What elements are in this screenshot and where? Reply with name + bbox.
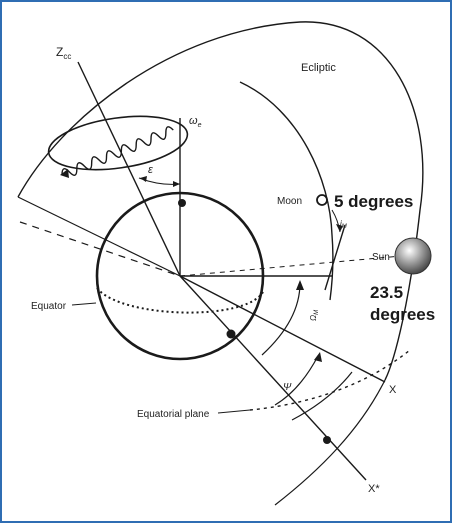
epsilon-arrowhead-right	[173, 181, 180, 187]
moon-orbit	[239, 81, 334, 301]
ecliptic-arc	[17, 21, 424, 381]
z-axis-subscript: cc	[63, 52, 71, 61]
sun-direction-dashed	[19, 221, 181, 277]
ecliptic-label: Ecliptic	[301, 62, 336, 74]
i-m-label: iM	[340, 219, 347, 230]
precession-ellipse	[47, 115, 189, 171]
epsilon-arrowhead-left	[140, 176, 147, 182]
moon-circle	[316, 194, 328, 206]
z-axis-label: Zcc	[56, 45, 71, 61]
equator-dotted	[96, 287, 264, 314]
x-star-axis-line	[179, 275, 367, 481]
omega-e-label: ωe	[189, 115, 202, 129]
sun-label: Sun	[372, 252, 390, 263]
sun-angle-value: 23.5	[370, 283, 403, 302]
omega-m-label: ΩM	[309, 310, 320, 321]
equator-label: Equator	[31, 301, 67, 312]
omega-e-subscript: e	[198, 122, 202, 129]
omega-m-arc	[261, 282, 301, 356]
moon-tilt-line	[324, 224, 346, 291]
psi-arrowhead	[314, 352, 322, 362]
cone-left-edge	[17, 196, 181, 277]
nutation-wave	[61, 126, 174, 176]
sun-angle-unit: degrees	[370, 305, 435, 324]
i-m-subscript: M	[342, 224, 347, 230]
psi-arc	[274, 355, 319, 406]
sun-sphere	[394, 237, 432, 275]
psi-label: Ψ	[283, 382, 292, 393]
moon-tilt-arrowhead	[336, 224, 343, 232]
psi-arc-outer	[291, 371, 353, 421]
x-star-label: X*	[368, 483, 380, 495]
omega-m-subscript: M	[314, 310, 320, 315]
x-axis-label: X	[389, 384, 397, 396]
omega-m-arrowhead	[296, 280, 304, 290]
equatorial-plane-pointer	[217, 409, 251, 414]
equator-pointer	[71, 302, 97, 306]
spin-axis-point	[178, 199, 186, 207]
axis-intersection-point	[226, 329, 236, 339]
equatorial-plane-label: Equatorial plane	[137, 409, 210, 420]
sun-direction-right	[179, 254, 413, 277]
precession-arrowhead	[60, 169, 69, 178]
epsilon-label: ε	[148, 164, 153, 176]
moon-label: Moon	[277, 196, 302, 207]
x-axis-line	[179, 275, 386, 383]
moon-angle-label: 5 degrees	[334, 192, 413, 211]
z-axis	[77, 61, 181, 277]
x-star-point	[323, 436, 331, 444]
